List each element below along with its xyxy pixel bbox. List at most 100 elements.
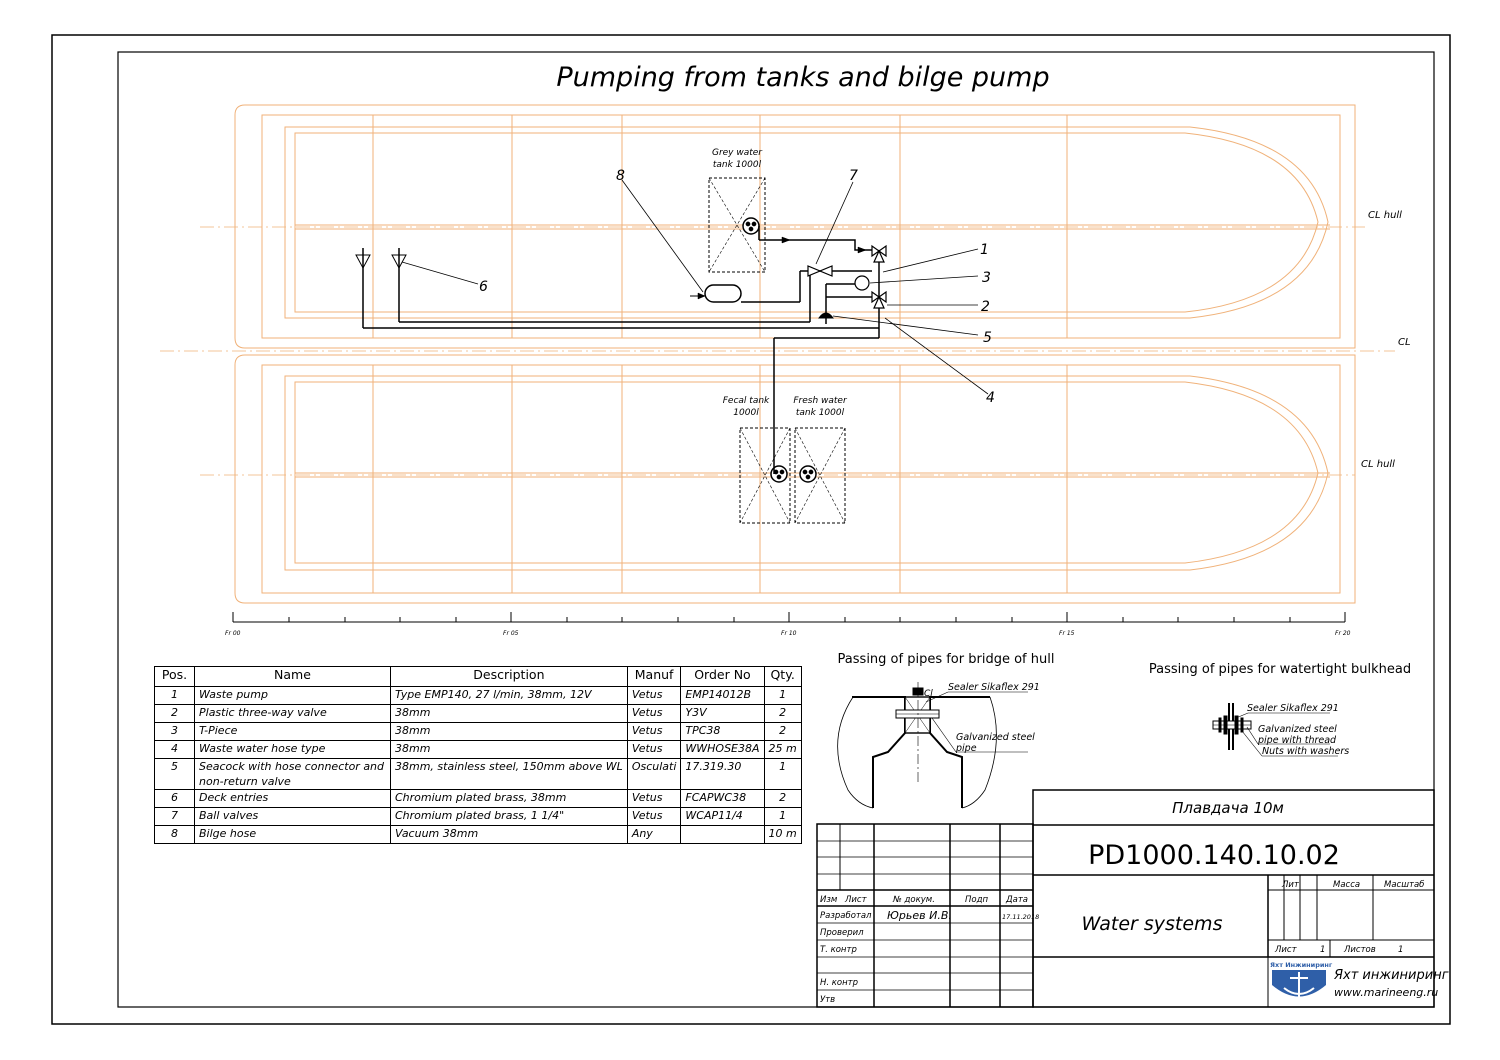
cell-qty: 2 bbox=[763, 704, 802, 723]
cell-pos: 5 bbox=[154, 758, 195, 790]
cell-qty: 2 bbox=[763, 722, 802, 741]
fecal-tank-label-2: 1000l bbox=[733, 408, 759, 418]
upper-deck-line bbox=[284, 126, 1329, 319]
section-bulkhead-title: Passing of pipes for watertight bulkhead bbox=[1149, 662, 1411, 677]
cell-name: Waste water hose type bbox=[194, 740, 391, 759]
cell-pos: 8 bbox=[154, 825, 195, 844]
svg-text:Лист: Лист bbox=[844, 895, 868, 905]
bridge-pipe-label-2: pipe bbox=[955, 743, 977, 754]
waste-pump-icon bbox=[854, 275, 870, 291]
cell-qty: 1 bbox=[763, 686, 802, 705]
outer-frame bbox=[51, 34, 1451, 1025]
lower-hull-outline bbox=[234, 354, 1356, 604]
cell-pos: 2 bbox=[154, 704, 195, 723]
center-lines bbox=[160, 226, 1395, 476]
three-way-valve-icon bbox=[871, 244, 887, 263]
cell-manuf: Vetus bbox=[626, 704, 682, 723]
fecal-tank-label-1: Fecal tank bbox=[723, 396, 770, 406]
callout-7: 7 bbox=[849, 168, 858, 184]
cell-description: Type EMP140, 27 l/min, 38mm, 12V bbox=[390, 686, 628, 705]
cell-description: Chromium plated brass, 38mm bbox=[390, 789, 628, 808]
callout-1: 1 bbox=[980, 242, 989, 258]
fresh-tank-label-1: Fresh water bbox=[793, 396, 848, 406]
cell-description: 38mm bbox=[390, 740, 628, 759]
cell-order-no: FCAPWC38 bbox=[680, 789, 765, 808]
cell-manuf: Vetus bbox=[626, 740, 682, 759]
piping bbox=[355, 177, 989, 524]
frame-scale bbox=[232, 612, 1346, 623]
upper-hull-inner bbox=[261, 114, 1341, 339]
ball-valve-icon bbox=[807, 265, 833, 277]
svg-text:№ докум.: № докум. bbox=[892, 895, 935, 905]
cl-hull-bottom-label: CL hull bbox=[1361, 459, 1395, 470]
cell-name: T-Piece bbox=[194, 722, 391, 741]
cell-name: Deck entries bbox=[194, 789, 391, 808]
parts-table: Pos. Name Description Manuf Order No Qty… bbox=[154, 666, 802, 844]
section-bridge-title: Passing of pipes for bridge of hull bbox=[838, 652, 1055, 667]
cell-manuf: Any bbox=[626, 825, 682, 844]
cell-pos: 3 bbox=[154, 722, 195, 741]
company-name: Яхт инжиниринг bbox=[1333, 968, 1449, 983]
document-title: Water systems bbox=[1082, 913, 1223, 935]
callout-2: 2 bbox=[981, 299, 990, 315]
cell-manuf: Vetus bbox=[626, 789, 682, 808]
cl-center-label: CL bbox=[1398, 337, 1411, 348]
svg-text:Масштаб: Масштаб bbox=[1384, 880, 1424, 890]
bridge-cl-label: Cl bbox=[924, 689, 933, 699]
three-way-valve-icon bbox=[871, 290, 887, 309]
bulkhead-pipe-label-2: pipe with thread bbox=[1257, 735, 1337, 746]
cell-description: 38mm, stainless steel, 150mm above WL bbox=[390, 758, 628, 790]
bulkhead-pipe-label-1: Galvanized steel bbox=[1258, 724, 1337, 735]
svg-text:Изм: Изм bbox=[820, 895, 838, 905]
cell-pos: 1 bbox=[154, 686, 195, 705]
bridge-pipe-label-1: Galvanized steel bbox=[956, 732, 1035, 743]
cell-description: 38mm bbox=[390, 722, 628, 741]
table-row: 3 T-Piece 38mm Vetus TPC38 2 bbox=[154, 722, 802, 741]
cl-hull-top-label: CL hull bbox=[1368, 210, 1402, 221]
svg-text:Утв: Утв bbox=[820, 995, 835, 1005]
callout-5: 5 bbox=[983, 330, 992, 346]
cell-manuf: Vetus bbox=[626, 807, 682, 826]
cell-description: Chromium plated brass, 1 1/4" bbox=[390, 807, 628, 826]
callout-3: 3 bbox=[982, 270, 991, 286]
cell-pos: 7 bbox=[154, 807, 195, 826]
fresh-tank-label-2: tank 1000l bbox=[796, 408, 845, 418]
cell-order-no: 17.319.30 bbox=[680, 758, 765, 790]
upper-hull-outline bbox=[234, 104, 1356, 349]
upper-deck-line-2 bbox=[294, 132, 1319, 313]
fecal-tank bbox=[739, 427, 791, 524]
callout-8: 8 bbox=[616, 168, 625, 184]
table-row: 5 Seacock with hose connector and non-re… bbox=[154, 758, 802, 790]
cell-name: Ball valves bbox=[194, 807, 391, 826]
bridge-sealer-label: Sealer Sikaflex 291 bbox=[948, 682, 1040, 693]
cell-qty: 25 m bbox=[763, 740, 802, 759]
table-row: 8 Bilge hose Vacuum 38mm Any 10 m bbox=[154, 825, 802, 844]
cell-qty: 1 bbox=[763, 807, 802, 826]
cell-qty: 10 m bbox=[763, 825, 802, 844]
svg-text:Подп: Подп bbox=[965, 895, 988, 905]
header-manuf: Manuf bbox=[626, 666, 682, 687]
svg-text:Дата: Дата bbox=[1005, 895, 1028, 905]
grey-tank-label-1: Grey water bbox=[712, 148, 763, 158]
detail-bridge bbox=[837, 682, 1028, 809]
cell-qty: 1 bbox=[763, 758, 802, 790]
frame-label-10: Fr 10 bbox=[781, 630, 797, 637]
svg-text:1: 1 bbox=[1320, 945, 1325, 955]
developer-name: Юрьев И.В. bbox=[887, 909, 952, 922]
company-website: www.marineeng.ru bbox=[1334, 986, 1438, 999]
header-pos: Pos. bbox=[154, 666, 195, 687]
cell-description: 38mm bbox=[390, 704, 628, 723]
svg-text:Лит: Лит bbox=[1281, 880, 1300, 890]
detail-bulkhead bbox=[1212, 703, 1338, 757]
document-number: PD1000.140.10.02 bbox=[1088, 840, 1340, 871]
cell-order-no: WCAP11/4 bbox=[680, 807, 765, 826]
drawing-title: Pumping from tanks and bilge pump bbox=[556, 62, 1049, 93]
grey-tank-outlet-icon bbox=[742, 217, 760, 235]
bulkhead-sealer-label: Sealer Sikaflex 291 bbox=[1247, 703, 1339, 714]
cell-manuf: Vetus bbox=[626, 722, 682, 741]
frame-label-05: Fr 05 bbox=[503, 630, 519, 637]
cell-name: Bilge hose bbox=[194, 825, 391, 844]
cell-name: Waste pump bbox=[194, 686, 391, 705]
header-description: Description bbox=[390, 666, 628, 687]
